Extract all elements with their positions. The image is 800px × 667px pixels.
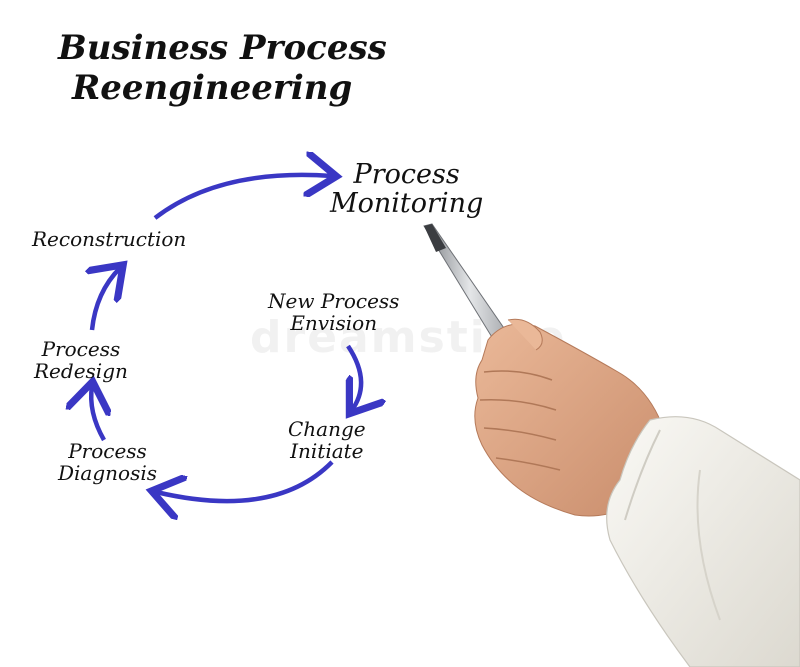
step-reconstruction-line-1: Reconstruction xyxy=(32,227,187,251)
title-line-1: Business Process xyxy=(58,28,387,68)
hand xyxy=(474,318,665,517)
arrow-diagnosis-to-redesign xyxy=(91,386,104,442)
step-new-process-envision-line-2: Envision xyxy=(290,311,378,335)
arrow-envision-to-change xyxy=(348,344,361,410)
step-process-redesign: Process Redesign xyxy=(34,338,128,382)
step-change-initiate-line-2: Initiate xyxy=(290,439,364,463)
arrow-redesign-to-reconstruction xyxy=(92,268,120,331)
step-new-process-envision-line-1: New Process xyxy=(268,289,400,313)
step-process-monitoring-line-1: Process xyxy=(353,159,460,190)
diagram-title: Business Process Reengineering xyxy=(58,28,387,108)
step-process-monitoring: Process Monitoring xyxy=(330,160,483,218)
sleeve xyxy=(606,416,800,667)
step-new-process-envision: New Process Envision xyxy=(268,290,399,334)
step-process-diagnosis-line-2: Diagnosis xyxy=(58,461,158,485)
step-process-diagnosis-line-1: Process xyxy=(68,439,147,463)
step-change-initiate: Change Initiate xyxy=(288,418,366,462)
step-process-redesign-line-2: Redesign xyxy=(34,359,128,383)
step-process-monitoring-line-2: Monitoring xyxy=(330,188,484,219)
step-process-diagnosis: Process Diagnosis xyxy=(58,440,157,484)
arrow-change-to-diagnosis xyxy=(156,460,334,501)
step-change-initiate-line-1: Change xyxy=(288,417,366,441)
step-reconstruction: Reconstruction xyxy=(32,228,186,250)
arrow-reconstruction-to-monitoring xyxy=(153,175,332,220)
step-process-redesign-line-1: Process xyxy=(41,337,121,361)
title-line-2: Reengineering xyxy=(72,68,353,108)
